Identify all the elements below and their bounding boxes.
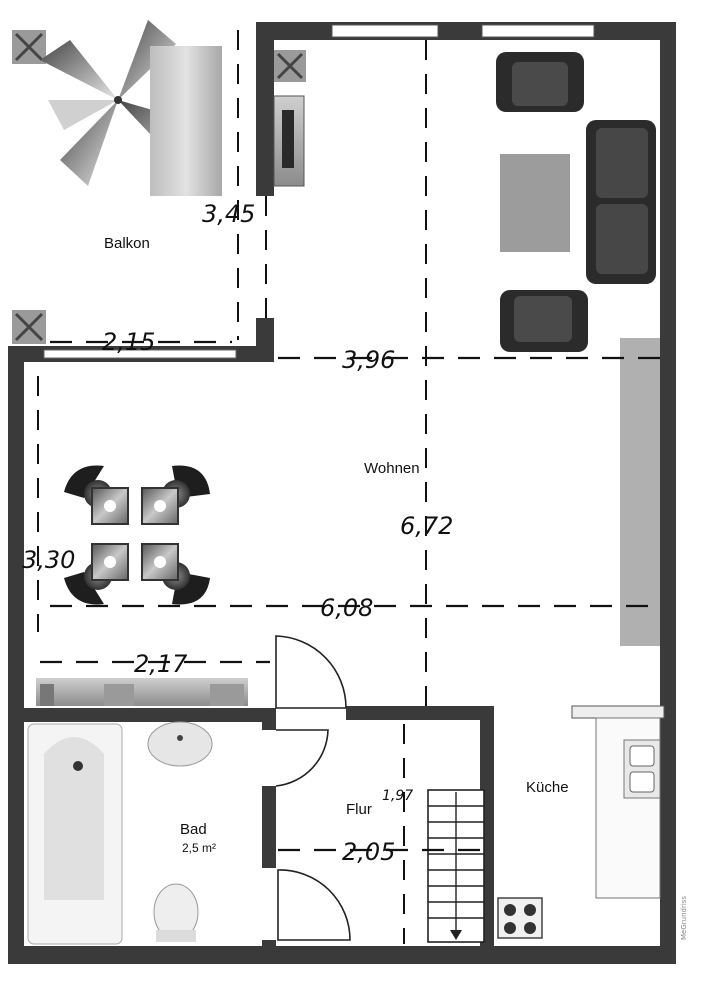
sink-icon	[147, 721, 213, 767]
door-icon	[275, 635, 347, 709]
staircase-icon	[427, 789, 485, 943]
lounger-icon	[150, 46, 222, 196]
doors	[275, 635, 351, 941]
dimension-balkon-width: 2,15	[102, 328, 155, 356]
room-label-balkon: Balkon	[104, 235, 150, 252]
dining-set	[64, 465, 210, 605]
dimension-flur-width: 2,05	[342, 838, 395, 866]
stove-icon	[497, 897, 543, 939]
bathroom-fixtures	[27, 721, 213, 945]
living-furniture	[496, 52, 660, 646]
door-icon	[277, 869, 351, 941]
radiator-icon	[36, 678, 248, 706]
balcony-area	[12, 20, 306, 344]
dimension-lower-width: 2,17	[134, 650, 188, 678]
dimension-lines	[37, 30, 660, 944]
dimension-flur-height: 1,97	[382, 788, 413, 804]
dimension-wohnen-depth: 6,72	[400, 512, 453, 540]
dimension-dining-height: 3,30	[22, 546, 75, 574]
kitchen-fixtures	[497, 739, 661, 939]
room-label-kueche: Küche	[526, 779, 569, 796]
coffee-table-icon	[500, 154, 570, 252]
dimension-wohnen-full-width: 6,08	[320, 594, 373, 622]
sideboard-icon	[620, 338, 660, 646]
room-label-flur: Flur	[346, 801, 372, 818]
dimension-wohnen-upper-width: 3,96	[342, 346, 395, 374]
room-area-bad: 2,5 m²	[182, 841, 216, 855]
room-label-bad: Bad	[180, 821, 207, 838]
watermark: MeGrundriss	[680, 896, 688, 940]
room-label-wohnen: Wohnen	[364, 460, 420, 477]
door-icon	[275, 729, 329, 787]
dimension-balkon-height: 3,45	[202, 200, 255, 228]
